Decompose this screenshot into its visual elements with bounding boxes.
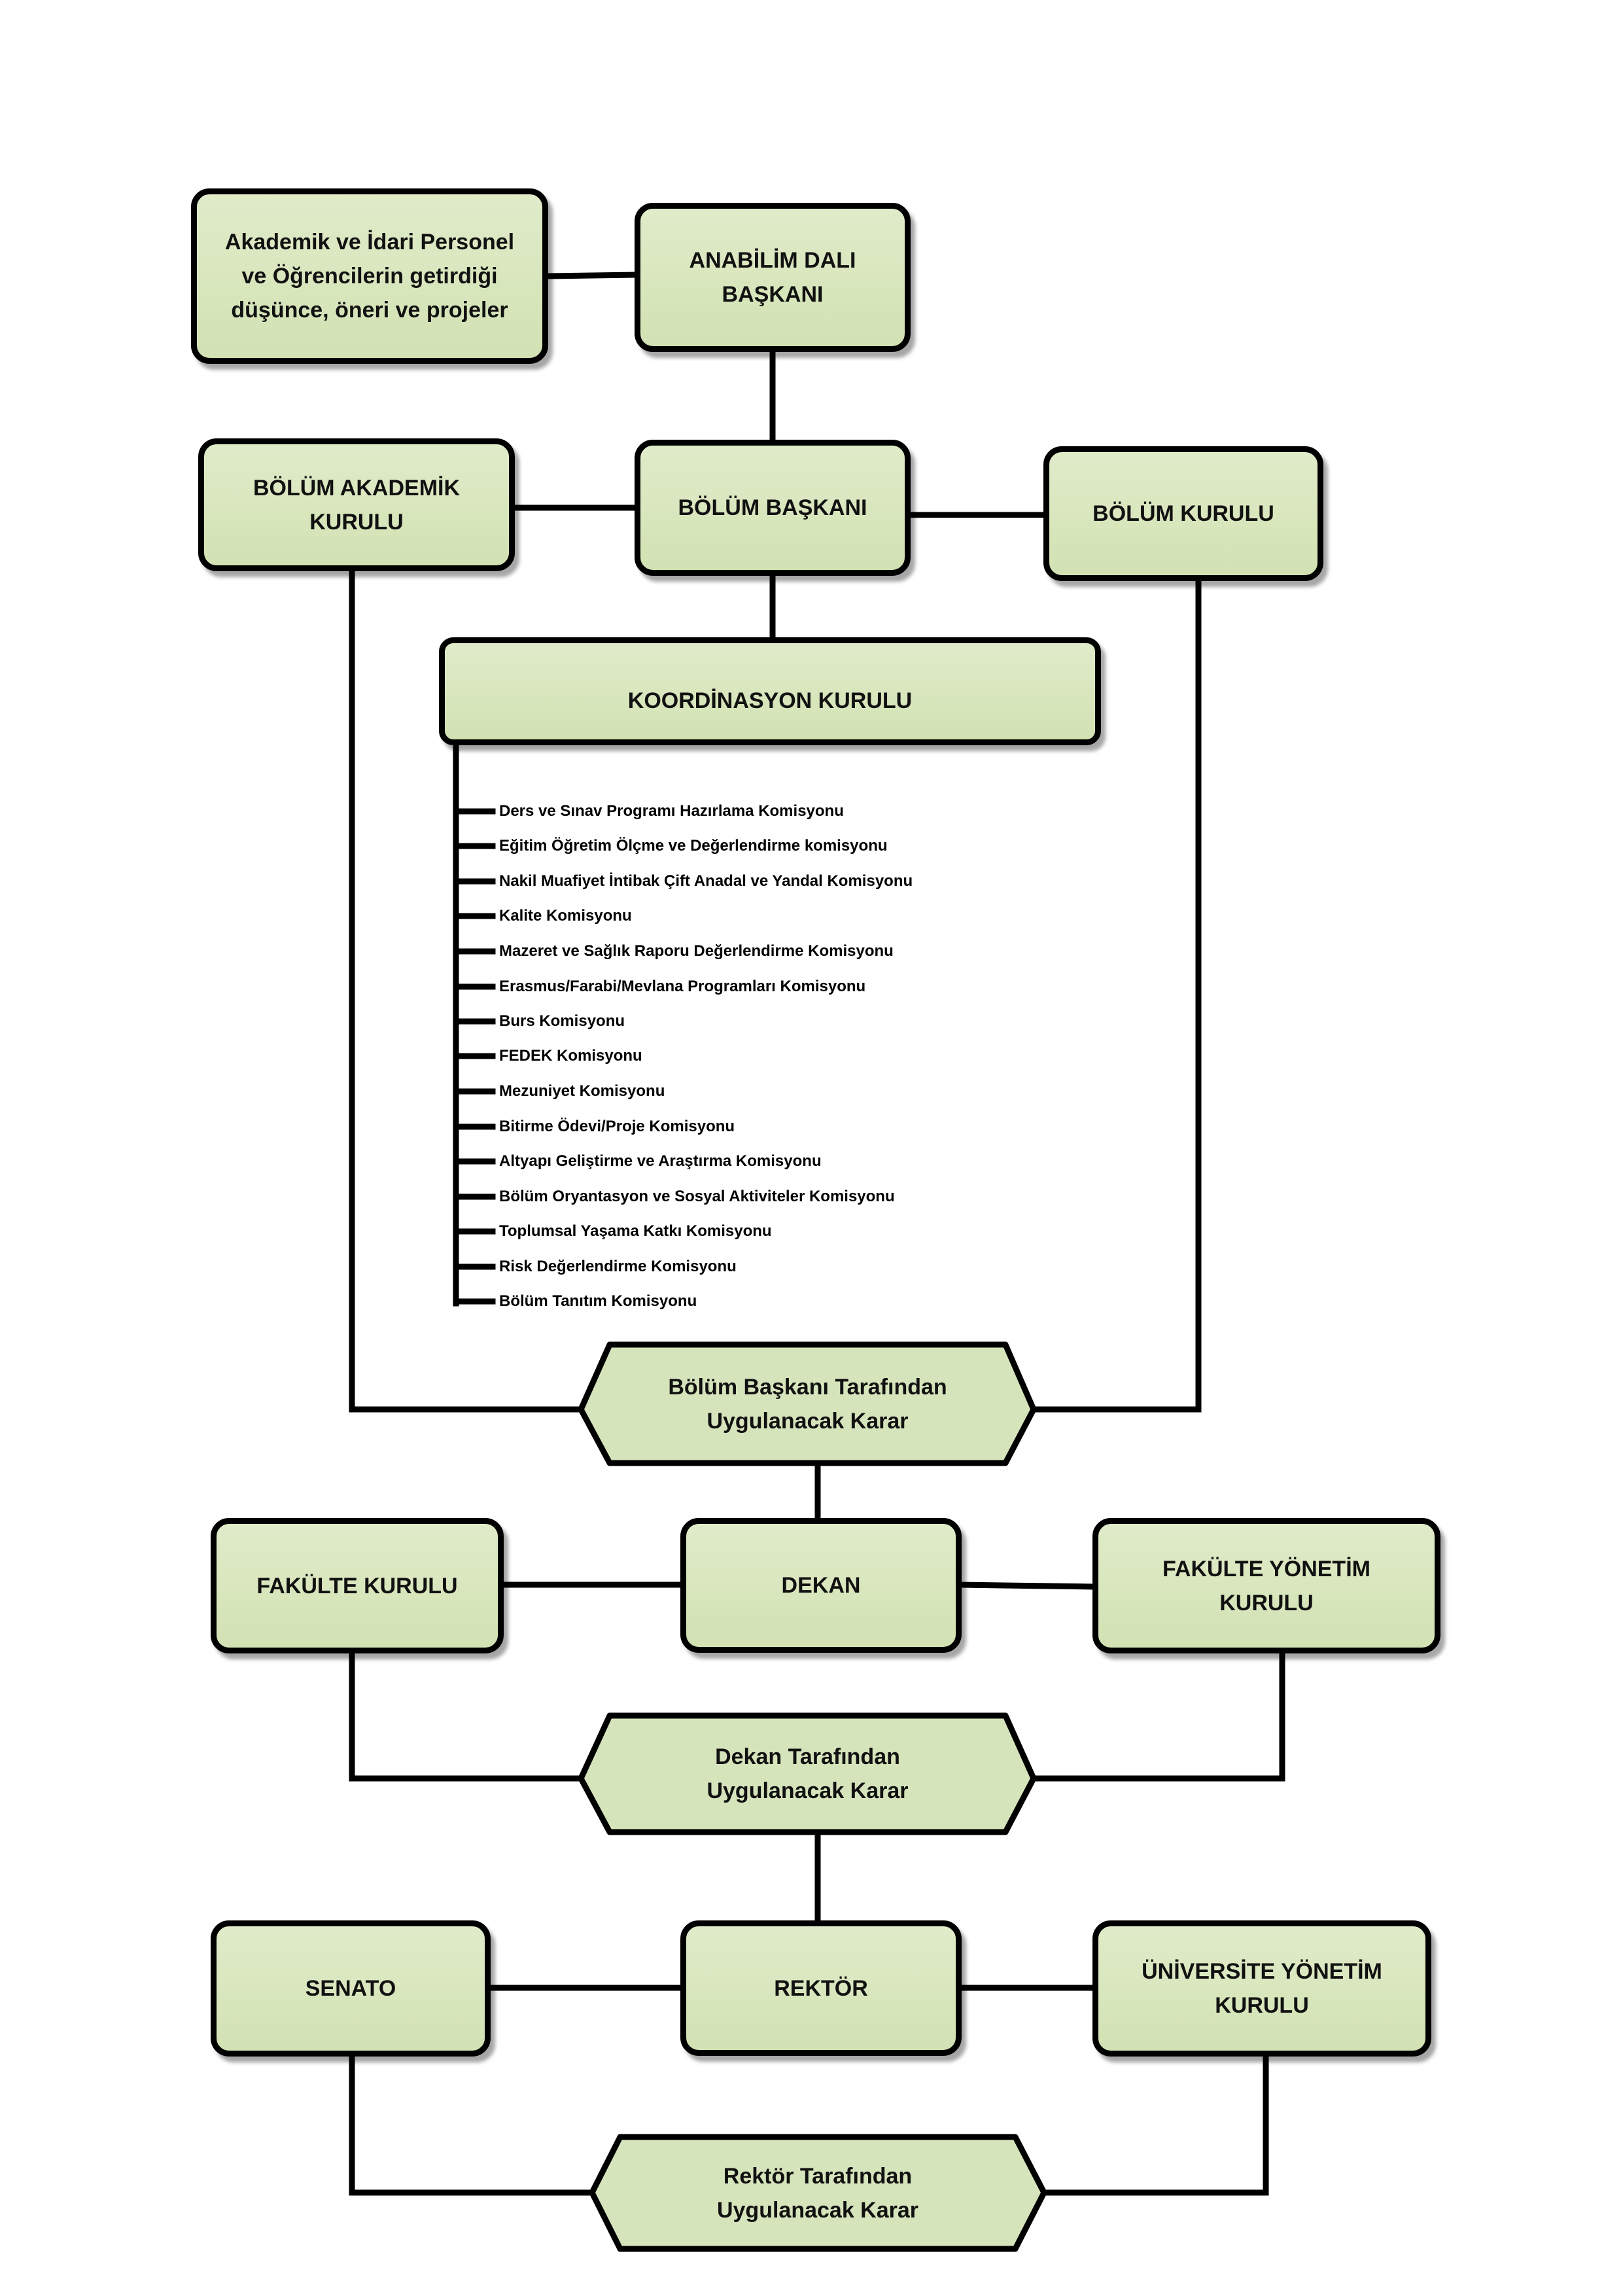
dekan-karar-label: Dekan Tarafından Uygulanacak Karar xyxy=(707,1744,909,1803)
koordinasyon-kurulu-box: KOORDİNASYON KURULU xyxy=(439,637,1101,745)
dekan-label: DEKAN xyxy=(781,1573,861,1598)
decision-hexagon-rektor xyxy=(589,2134,1047,2252)
anabilim-dali-baskani-label: ANABİLİM DALI BAŞKANI xyxy=(689,248,856,307)
koordinasyon-kurulu-label: KOORDİNASYON KURULU xyxy=(627,688,913,713)
fakulte-yonetim-kurulu-label: FAKÜLTE YÖNETİM KURULU xyxy=(1162,1556,1370,1616)
bolum-baskani-box: BÖLÜM BAŞKANI xyxy=(635,440,911,576)
commission-item: Bölüm Tanıtım Komisyonu xyxy=(499,1292,697,1310)
rektor-karar: Rektör Tarafından Uygulanacak Karar xyxy=(620,2137,1015,2249)
commission-item: Altyapı Geliştirme ve Araştırma Komisyon… xyxy=(499,1152,822,1170)
bolum-kurulu-label: BÖLÜM KURULU xyxy=(1092,501,1274,526)
commission-item: Erasmus/Farabi/Mevlana Programları Komis… xyxy=(499,978,866,995)
suggestions-text: Akademik ve İdari Personel ve Öğrenciler… xyxy=(224,230,515,323)
bolum-kurulu-box: BÖLÜM KURULU xyxy=(1043,446,1323,581)
fakulte-kurulu-box: FAKÜLTE KURULU xyxy=(211,1518,504,1653)
commission-item: Kalite Komisyonu xyxy=(499,907,632,925)
universite-yonetim-kurulu-box: ÜNİVERSİTE YÖNETİM KURULU xyxy=(1092,1920,1431,2057)
dekan-karar: Dekan Tarafından Uygulanacak Karar xyxy=(610,1716,1005,1832)
commission-item: FEDEK Komisyonu xyxy=(499,1047,642,1065)
commission-item: Risk Değerlendirme Komisyonu xyxy=(499,1258,737,1275)
decision-hexagon-dekan xyxy=(578,1712,1037,1835)
commission-item: Mezuniyet Komisyonu xyxy=(499,1082,665,1100)
commission-item: Eğitim Öğretim Ölçme ve Değerlendirme ko… xyxy=(499,837,888,855)
bolum-baskani-karar: Bölüm Başkanı Tarafından Uygulanacak Kar… xyxy=(610,1345,1005,1463)
commission-item: Nakil Muafiyet İntibak Çift Anadal ve Ya… xyxy=(499,872,913,890)
bolum-baskani-karar-label: Bölüm Başkanı Tarafından Uygulanacak Kar… xyxy=(668,1374,947,1434)
suggestions-box: Akademik ve İdari Personel ve Öğrenciler… xyxy=(191,188,548,364)
commission-item: Burs Komisyonu xyxy=(499,1012,625,1030)
fakulte-yonetim-kurulu-box: FAKÜLTE YÖNETİM KURULU xyxy=(1092,1518,1440,1653)
commission-item: Bölüm Oryantasyon ve Sosyal Aktiviteler … xyxy=(499,1188,895,1205)
bolum-akademik-kurulu-box: BÖLÜM AKADEMİK KURULU xyxy=(198,438,515,571)
bolum-baskani-label: BÖLÜM BAŞKANI xyxy=(678,495,867,520)
fakulte-kurulu-label: FAKÜLTE KURULU xyxy=(256,1573,458,1598)
bolum-akademik-kurulu-label: BÖLÜM AKADEMİK KURULU xyxy=(253,475,461,535)
senato-box: SENATO xyxy=(211,1920,491,2057)
universite-yonetim-kurulu-label: ÜNİVERSİTE YÖNETİM KURULU xyxy=(1142,1959,1382,2018)
anabilim-dali-baskani-box: ANABİLİM DALI BAŞKANI xyxy=(635,203,911,352)
commission-item: Mazeret ve Sağlık Raporu Değerlendirme K… xyxy=(499,942,894,960)
senato-label: SENATO xyxy=(305,1976,396,2001)
commission-item: Bitirme Ödevi/Proje Komisyonu xyxy=(499,1118,735,1135)
commission-item: Ders ve Sınav Programı Hazırlama Komisyo… xyxy=(499,802,844,820)
rektor-karar-label: Rektör Tarafından Uygulanacak Karar xyxy=(716,2163,919,2223)
decision-hexagon-bolum xyxy=(578,1341,1037,1466)
commission-item: Toplumsal Yaşama Katkı Komisyonu xyxy=(499,1222,772,1240)
dekan-box: DEKAN xyxy=(680,1518,962,1653)
rektor-box: REKTÖR xyxy=(680,1920,962,2056)
rektor-label: REKTÖR xyxy=(774,1975,868,2001)
